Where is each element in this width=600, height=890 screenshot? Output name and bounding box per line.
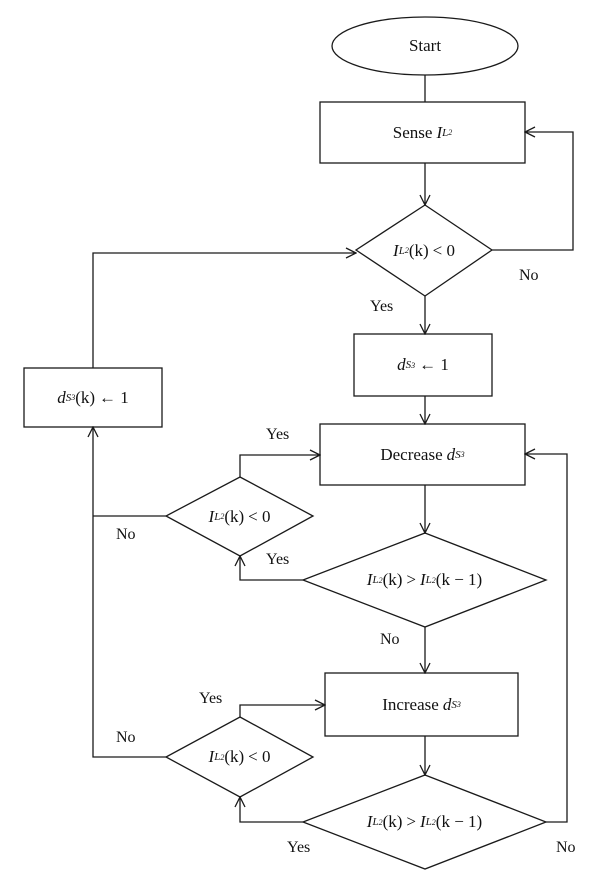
check-lower-op: < 0	[248, 747, 271, 766]
compare-upper-subsub2: 2	[431, 575, 436, 585]
edge-left-to-check	[92, 253, 356, 368]
edge-label-yes-top: Yes	[370, 298, 394, 315]
edge-compare-lower-no	[525, 454, 568, 823]
edge-label-no-lower-compare: No	[556, 839, 576, 856]
setduty-left-arg: (k)	[75, 387, 96, 407]
set-duty-main-shape	[353, 333, 493, 397]
compare-upper-sub2: L	[425, 574, 432, 586]
edge-label-yes-upper-compare: Yes	[266, 551, 290, 568]
check-op: < 0	[432, 240, 455, 260]
compare-lower-var2: I	[420, 812, 426, 831]
edge-label-no-lower-decision: No	[116, 729, 136, 746]
setduty-var: d	[397, 355, 406, 374]
check-sub: L	[398, 244, 405, 257]
compare-upper-arg2: (k − 1)	[435, 570, 483, 589]
increase-verb: Increase	[382, 694, 439, 714]
compare-lower-arg: (k)	[382, 812, 403, 831]
edge-label-yes-upper-decision: Yes	[266, 426, 290, 443]
compare-upper-sub: L	[372, 574, 379, 586]
setduty-left-var: d	[57, 387, 66, 407]
check-upper-arg: (k)	[224, 506, 245, 526]
compare-lower-arg2: (k − 1)	[435, 812, 483, 831]
compare-upper-subsub: 2	[378, 575, 383, 585]
start-label: Start	[332, 17, 518, 75]
compare-lower-subsub: 2	[378, 817, 383, 827]
compare-lower-subsub2: 2	[431, 817, 436, 827]
check-upper-var: I	[208, 506, 215, 526]
decrease-var: d	[446, 444, 456, 464]
compare-upper-var: I	[366, 570, 373, 589]
check-upper-sub: L	[214, 510, 221, 523]
compare-lower-sub2: L	[425, 816, 432, 828]
check-var: I	[393, 240, 399, 260]
check-arg: (k)	[408, 240, 429, 260]
edge-label-no-upper-decision: No	[116, 526, 136, 543]
sense-verb: Sense	[392, 122, 433, 142]
compare-lower-var: I	[366, 812, 373, 831]
edge-compare-lower-yes	[240, 797, 303, 823]
decrease-subsub: 3	[460, 450, 465, 459]
compare-lower-op: >	[406, 812, 416, 831]
increase-subsub: 3	[456, 700, 461, 709]
check-lower-sub: L	[214, 751, 221, 763]
check-lower-var: I	[208, 747, 215, 766]
setduty-subsub: 3	[411, 360, 416, 370]
check-subsub: 2	[404, 246, 409, 255]
check-upper-subsub: 2	[220, 512, 225, 521]
decrease-sub: S	[455, 448, 461, 461]
edge-check-lower-yes	[239, 705, 325, 717]
check-lower-subsub: 2	[220, 752, 225, 762]
edge-label-no-top: No	[519, 267, 539, 284]
setduty-op: ← 1	[419, 355, 449, 374]
compare-upper-op: >	[406, 570, 416, 589]
edge-check-upper-yes	[239, 455, 320, 477]
compare-lower-sub: L	[372, 816, 379, 828]
setduty-left-sub: S	[65, 391, 72, 404]
compare-upper-var2: I	[420, 570, 426, 589]
edge-label-yes-lower-compare: Yes	[287, 839, 311, 856]
edge-label-yes-lower-decision: Yes	[199, 690, 223, 707]
sense-process-shape	[319, 101, 526, 164]
edge-compare-upper-yes	[240, 556, 303, 581]
edge-check-lower-no	[93, 427, 166, 758]
edge-label-no-upper-compare: No	[380, 631, 400, 648]
setduty-left-subsub: 3	[71, 393, 76, 402]
increase-process-shape	[324, 672, 519, 737]
sense-var: I	[436, 122, 443, 142]
check-lower-arg: (k)	[224, 747, 245, 766]
sense-subsub: 2	[448, 128, 453, 137]
compare-lower-decision-shape	[301, 774, 548, 870]
start-text: Start	[408, 36, 442, 55]
setduty-sub: S	[405, 359, 412, 371]
decrease-verb: Decrease	[380, 444, 443, 464]
check-upper-op: < 0	[248, 506, 271, 526]
increase-sub: S	[451, 698, 457, 711]
setduty-left-op: ← 1	[99, 387, 129, 407]
sense-sub: L	[442, 126, 449, 139]
increase-var: d	[442, 694, 452, 714]
edge-check-no-loop	[492, 132, 574, 251]
compare-upper-arg: (k)	[382, 570, 403, 589]
